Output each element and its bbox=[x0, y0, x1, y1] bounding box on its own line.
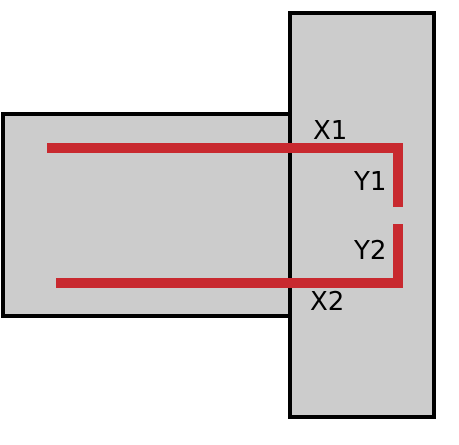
label-x2: X2 bbox=[310, 287, 344, 317]
right-panel bbox=[288, 11, 436, 419]
label-x1: X1 bbox=[313, 116, 347, 146]
upper-trace bbox=[47, 143, 403, 207]
label-y2: Y2 bbox=[353, 236, 386, 266]
label-y1: Y1 bbox=[353, 167, 386, 197]
lower-trace bbox=[56, 224, 403, 288]
